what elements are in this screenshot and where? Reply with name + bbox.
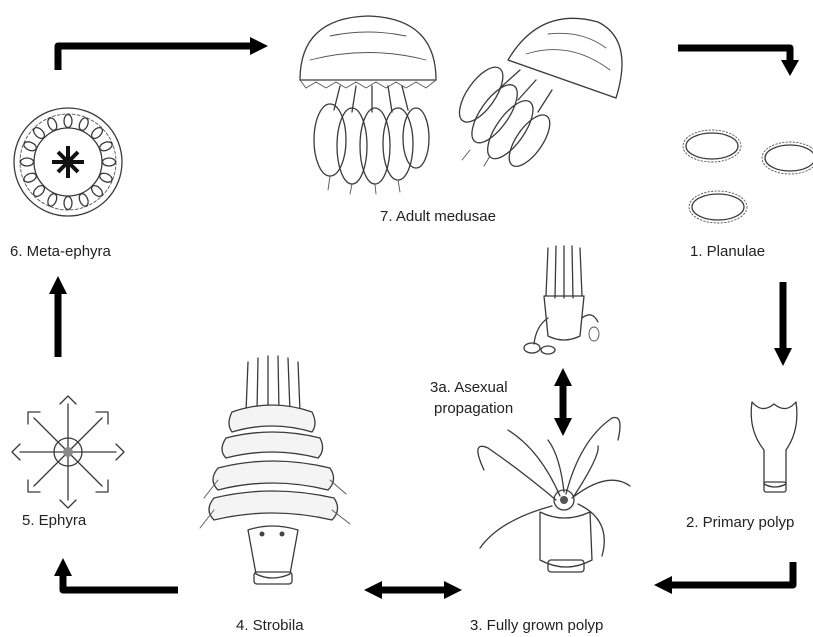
meta-ephyra-oval	[64, 115, 72, 128]
arrow-polyp-to-strobila	[364, 581, 462, 599]
strobila-illustration	[200, 356, 350, 584]
arrow-asexual-propagation	[554, 368, 572, 436]
stage-label-planulae: 1. Planulae	[690, 243, 765, 260]
stage-label-strobila: 4. Strobila	[236, 617, 304, 634]
meta-ephyra-oval	[21, 158, 34, 166]
stage-label-primary-polyp: 2. Primary polyp	[686, 514, 794, 531]
arrow-planulae-to-primary-polyp	[774, 282, 792, 366]
adult-medusa-illustration-tilted	[443, 18, 622, 177]
arrow-strobila-to-ephyra	[54, 558, 178, 590]
adult-medusa-illustration-front	[300, 16, 436, 194]
stage-label-meta-ephyra: 6. Meta-ephyra	[10, 243, 112, 260]
stage-label-fully-grown-polyp: 3. Fully grown polyp	[470, 617, 603, 634]
arrow-ephyra-to-meta-ephyra	[49, 276, 67, 357]
stage-label-asexual-line2: propagation	[434, 400, 513, 417]
stage-label-asexual-line1: 3a. Asexual	[430, 379, 508, 396]
stage-label-ephyra: 5. Ephyra	[22, 512, 87, 529]
stage-label-adult-medusae: 7. Adult medusae	[380, 208, 496, 225]
meta-ephyra-oval	[64, 197, 72, 210]
arrow-medusa-to-planulae	[678, 48, 799, 76]
planulae-illustration	[683, 130, 813, 223]
meta-ephyra-oval	[103, 158, 116, 166]
primary-polyp-illustration	[751, 402, 797, 492]
meta-ephyra-illustration	[14, 108, 122, 216]
asexual-propagation-illustration	[524, 246, 599, 354]
ephyra-illustration	[12, 396, 124, 508]
arrow-meta-ephyra-to-medusa	[58, 37, 268, 70]
fully-grown-polyp-illustration	[478, 417, 630, 572]
arrow-primary-to-fully-grown-polyp	[654, 562, 793, 594]
